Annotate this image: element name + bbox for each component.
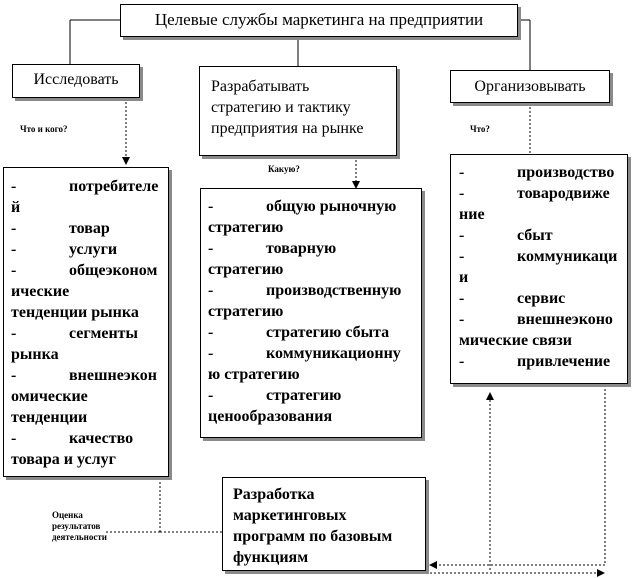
question-strategy: Какую? [268,164,300,174]
title-box: Целевые службы маркетинга на предприятии [120,4,518,37]
list-item: -сервис [459,290,566,307]
list-item: -товарную [208,240,337,257]
list-item: -коммуникаци [459,248,618,265]
list-box-organize [450,154,628,384]
list-item: -услуги [11,241,118,258]
list-item: -сбыт [459,227,553,244]
list-box-research [3,167,169,477]
list-item: -коммуникационну [208,345,401,362]
list-item: -качество [11,430,134,447]
program-box: Разработка маркетинговых программ по баз… [222,477,426,571]
evaluation-label: Оценка результатов деятельности [52,510,107,542]
list-item: -стратегию сбыта [208,324,390,341]
list-organize: -производство -товародвиже ние -сбыт -ко… [459,162,627,372]
list-box-strategy [200,188,422,438]
list-item: -общеэконом [11,262,158,279]
list-item: -внешнеэконо [459,311,613,328]
list-item: -товар [11,220,110,237]
list-item: -товародвиже [459,185,610,202]
list-strategy: -общую рыночную стратегию -товарную стра… [208,196,422,427]
diagram-title: Целевые службы маркетинга на предприятии [154,10,484,29]
list-item: -сегменты [11,325,139,342]
list-item: -привлечение [459,353,611,370]
question-organize: Что? [470,124,490,134]
header-strategy: Разрабатывать стратегию и тактику предпр… [199,66,397,156]
list-item: -производственную [208,282,402,299]
header-research: Исследовать [12,64,140,98]
list-research: -потребителе й -товар -услуги -общеэконо… [11,176,169,470]
list-item: -внешнеэкон [11,367,157,384]
list-item: -стратегию [208,387,342,404]
question-research: Что и кого? [20,124,68,134]
list-item: -потребителе [11,178,159,195]
list-item: -общую рыночную [208,198,397,215]
header-organize: Организовывать [450,70,610,103]
list-item: -производство [459,164,615,181]
